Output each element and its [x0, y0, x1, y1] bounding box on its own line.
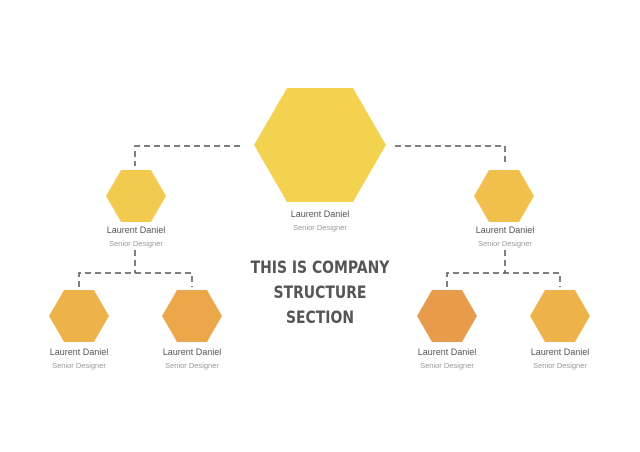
hex-mid-right — [474, 170, 534, 222]
connector-top-left — [134, 145, 240, 166]
node-root: Laurent Daniel Senior Designer — [250, 210, 390, 232]
node-mid-right: Laurent Daniel Senior Designer — [435, 226, 575, 248]
node-name: Laurent Daniel — [162, 347, 222, 357]
title-line-2: STRUCTURE SECTION — [273, 283, 367, 328]
node-name: Laurent Daniel — [49, 347, 109, 357]
node-name: Laurent Daniel — [475, 225, 535, 235]
node-role: Senior Designer — [165, 361, 219, 370]
connector-right-sub — [446, 250, 561, 287]
node-name: Laurent Daniel — [530, 347, 590, 357]
node-role: Senior Designer — [109, 239, 163, 248]
node-bottom-4: Laurent Daniel Senior Designer — [490, 348, 630, 370]
node-mid-left: Laurent Daniel Senior Designer — [66, 226, 206, 248]
section-title: THIS IS COMPANY STRUCTURE SECTION — [246, 256, 394, 331]
node-role: Senior Designer — [52, 361, 106, 370]
node-role: Senior Designer — [533, 361, 587, 370]
node-role: Senior Designer — [420, 361, 474, 370]
node-name: Laurent Daniel — [290, 209, 350, 219]
node-name: Laurent Daniel — [417, 347, 477, 357]
node-role: Senior Designer — [293, 223, 347, 232]
connector-top-right — [395, 145, 506, 166]
node-name: Laurent Daniel — [106, 225, 166, 235]
hex-root — [254, 88, 386, 202]
hex-mid-left — [106, 170, 166, 222]
title-line-1: THIS IS COMPANY — [250, 258, 390, 278]
node-bottom-3: Laurent Daniel Senior Designer — [377, 348, 517, 370]
node-bottom-2: Laurent Daniel Senior Designer — [122, 348, 262, 370]
connector-left-sub — [78, 250, 193, 287]
node-bottom-1: Laurent Daniel Senior Designer — [9, 348, 149, 370]
node-role: Senior Designer — [478, 239, 532, 248]
